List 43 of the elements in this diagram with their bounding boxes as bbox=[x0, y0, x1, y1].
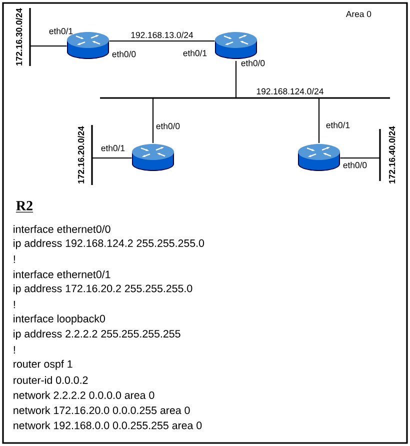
config-line: ip address 172.16.20.2 255.255.255.0 bbox=[14, 284, 192, 294]
config-line: interface ethernet0/0 bbox=[14, 225, 110, 233]
config-line: ip address 192.168.124.2 255.255.255.0 bbox=[14, 239, 204, 250]
interface-label: eth0/1 bbox=[326, 122, 350, 128]
router-icon bbox=[215, 32, 257, 59]
network-segment: 172.16.30.0/24 bbox=[16, 8, 31, 66]
node-label: 172.16.20.0/24 bbox=[78, 126, 84, 184]
interface-label: eth0/1 bbox=[183, 50, 207, 56]
config-line: network 172.16.20.0 0.0.0.255 area 0 bbox=[14, 406, 190, 414]
config-line: interface ethernet0/1 bbox=[14, 270, 110, 278]
config-line: network 2.2.2.2 0.0.0.0 area 0 bbox=[14, 391, 154, 400]
router-icon bbox=[298, 144, 340, 171]
config-line: ! bbox=[14, 300, 15, 308]
interface-label: eth0/0 bbox=[156, 122, 180, 130]
link-line bbox=[318, 98, 320, 144]
edge-label: 192.168.13.0/24 bbox=[131, 32, 194, 38]
config-heading: R2 bbox=[16, 201, 34, 212]
config-line: router ospf 1 bbox=[14, 360, 72, 370]
link-line bbox=[92, 157, 132, 159]
node-label: 192.168.124.0/24 bbox=[256, 88, 324, 94]
config-line: router-id 0.0.0.2 bbox=[14, 376, 88, 384]
link-line bbox=[152, 98, 154, 144]
router-icon bbox=[132, 144, 174, 171]
network-segment: 172.16.40.0/24 bbox=[379, 126, 396, 184]
network-segment: 192.168.124.0/24 bbox=[100, 88, 390, 99]
interface-label: eth0/0 bbox=[112, 50, 136, 58]
interface-label: eth0/0 bbox=[241, 60, 265, 66]
link-line bbox=[109, 40, 215, 42]
interface-label: eth0/1 bbox=[101, 144, 125, 152]
node-label: 172.16.30.0/24 bbox=[16, 8, 22, 66]
config-line: network 192.168.0.0 0.0.255.255 area 0 bbox=[14, 421, 202, 430]
link-line bbox=[235, 60, 237, 98]
link-line bbox=[30, 45, 67, 47]
config-line: ! bbox=[14, 256, 15, 263]
network-segment: 172.16.20.0/24 bbox=[78, 125, 93, 185]
area-label: Area 0 bbox=[346, 10, 372, 18]
config-line: interface loopback0 bbox=[14, 314, 105, 325]
link-line bbox=[340, 157, 380, 159]
config-line: ip address 2.2.2.2 255.255.255.255 bbox=[14, 330, 180, 340]
config-line: ! bbox=[14, 346, 15, 354]
interface-label: eth0/1 bbox=[49, 28, 73, 34]
node-label: 172.16.40.0/24 bbox=[388, 126, 396, 184]
interface-label: eth0/0 bbox=[343, 162, 367, 168]
